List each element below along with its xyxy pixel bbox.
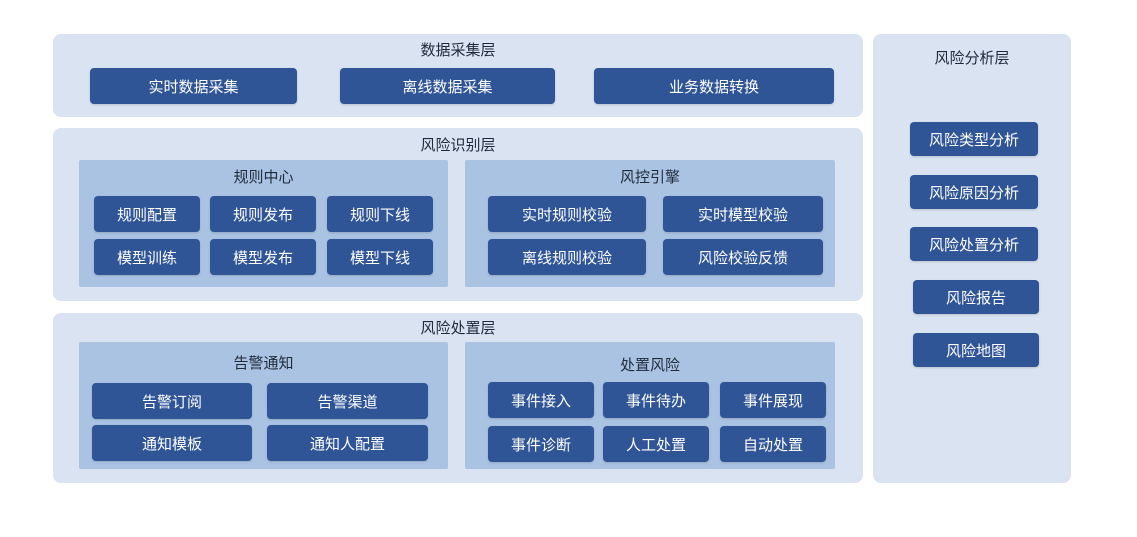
risk-disposal-panel: 处置风险 事件接入 事件待办 事件展现 事件诊断 人工处置 自动处置 [465,342,835,469]
realtime-model-check-button[interactable]: 实时模型校验 [663,196,823,232]
alert-notification-title: 告警通知 [233,354,294,372]
rule-center-panel: 规则中心 规则配置 规则发布 规则下线 模型训练 模型发布 模型下线 [79,160,448,287]
rule-publish-button[interactable]: 规则发布 [210,196,316,232]
offline-rule-check-button[interactable]: 离线规则校验 [488,239,646,275]
realtime-rule-check-button[interactable]: 实时规则校验 [488,196,646,232]
risk-engine-title: 风控引擎 [619,168,680,186]
event-intake-button[interactable]: 事件接入 [488,382,594,418]
risk-identification-layer: 风险识别层 规则中心 规则配置 规则发布 规则下线 模型训练 模型发布 模型下线… [53,128,863,301]
alert-notification-panel: 告警通知 告警订阅 告警渠道 通知模板 通知人配置 [79,342,448,469]
rule-center-title: 规则中心 [233,168,294,186]
risk-map-button[interactable]: 风险地图 [913,333,1039,367]
model-offline-button[interactable]: 模型下线 [327,239,433,275]
event-todo-button[interactable]: 事件待办 [603,382,709,418]
model-training-button[interactable]: 模型训练 [94,239,200,275]
manual-disposal-button[interactable]: 人工处置 [603,426,709,462]
risk-identification-layer-title: 风险识别层 [420,136,496,154]
data-collection-layer-title: 数据采集层 [420,41,496,59]
realtime-data-collection-button[interactable]: 实时数据采集 [90,68,297,104]
risk-type-analysis-button[interactable]: 风险类型分析 [910,122,1038,156]
notifier-config-button[interactable]: 通知人配置 [267,425,428,461]
rule-config-button[interactable]: 规则配置 [94,196,200,232]
notification-template-button[interactable]: 通知模板 [92,425,252,461]
risk-handling-layer-title: 风险处置层 [420,319,496,337]
risk-disposal-analysis-button[interactable]: 风险处置分析 [910,227,1038,261]
data-collection-layer: 数据采集层 实时数据采集 离线数据采集 业务数据转换 [53,34,863,117]
risk-analysis-layer: 风险分析层 风险类型分析 风险原因分析 风险处置分析 风险报告 风险地图 [873,34,1071,483]
business-data-conversion-button[interactable]: 业务数据转换 [594,68,834,104]
alert-channel-button[interactable]: 告警渠道 [267,383,428,419]
event-diagnosis-button[interactable]: 事件诊断 [488,426,594,462]
risk-handling-layer: 风险处置层 告警通知 告警订阅 告警渠道 通知模板 通知人配置 处置风险 事件接… [53,313,863,483]
alert-subscription-button[interactable]: 告警订阅 [92,383,252,419]
auto-disposal-button[interactable]: 自动处置 [720,426,826,462]
risk-check-feedback-button[interactable]: 风险校验反馈 [663,239,823,275]
risk-cause-analysis-button[interactable]: 风险原因分析 [910,175,1038,209]
event-display-button[interactable]: 事件展现 [720,382,826,418]
risk-analysis-layer-title: 风险分析层 [934,49,1010,67]
model-publish-button[interactable]: 模型发布 [210,239,316,275]
risk-disposal-title: 处置风险 [619,356,680,374]
offline-data-collection-button[interactable]: 离线数据采集 [340,68,555,104]
risk-engine-panel: 风控引擎 实时规则校验 实时模型校验 离线规则校验 风险校验反馈 [465,160,835,287]
risk-report-button[interactable]: 风险报告 [913,280,1039,314]
rule-offline-button[interactable]: 规则下线 [327,196,433,232]
